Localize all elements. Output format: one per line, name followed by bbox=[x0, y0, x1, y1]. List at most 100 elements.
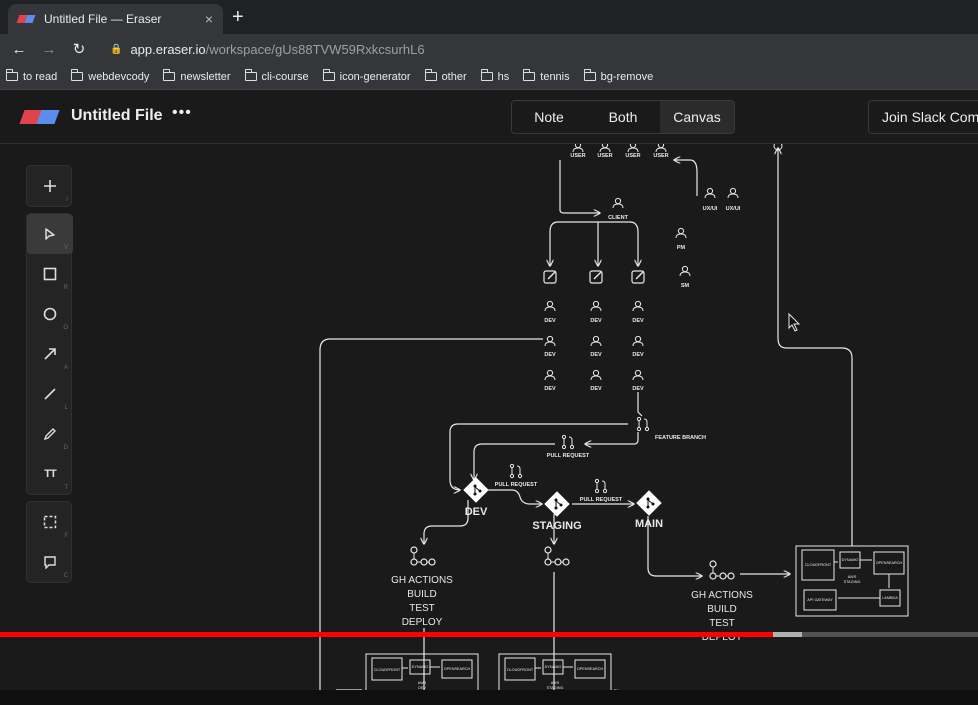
view-mode-toggle: Note Both Canvas bbox=[511, 100, 735, 134]
view-note-button[interactable]: Note bbox=[534, 109, 564, 125]
folder-icon bbox=[480, 69, 493, 81]
folder-icon bbox=[424, 69, 437, 81]
bookmark-label: icon-generator bbox=[339, 70, 411, 83]
infra-aws-label: AWS bbox=[848, 575, 857, 579]
infra-staging-label: STAGING bbox=[547, 686, 564, 690]
bookmark-label: bg-remove bbox=[600, 70, 654, 83]
dev-label: DEV bbox=[632, 352, 644, 358]
ellipse-tool-button[interactable]: O bbox=[27, 294, 73, 334]
infra-dynamo-label: DYNAMO bbox=[842, 558, 859, 562]
frame-tool-button[interactable]: F bbox=[27, 502, 73, 542]
gh-actions-right-label: GH ACTIONS bbox=[691, 590, 753, 601]
infra-dev-label: DEV bbox=[418, 686, 426, 690]
feature-branch-icon[interactable] bbox=[636, 416, 650, 432]
shortcut-key: O bbox=[63, 325, 68, 331]
bookmark-to-read[interactable]: to read bbox=[6, 69, 57, 83]
line-tool-button[interactable]: L bbox=[27, 374, 73, 414]
infra-opensearch-label: OPENSEARCH bbox=[444, 667, 471, 671]
bookmark-icon-generator[interactable]: icon-generator bbox=[322, 69, 411, 83]
sm-label: SM bbox=[681, 283, 690, 289]
staging-branch-label: STAGING bbox=[532, 520, 581, 532]
reload-icon[interactable]: ↻ bbox=[72, 41, 86, 58]
edit-icon[interactable] bbox=[543, 270, 557, 284]
close-tab-icon[interactable]: × bbox=[204, 11, 213, 27]
bookmark-other[interactable]: other bbox=[424, 69, 467, 83]
infra-diagram-dev[interactable] bbox=[365, 653, 479, 705]
dev-label: DEV bbox=[544, 386, 556, 392]
tool-palette: / V R O A L D TT T bbox=[26, 165, 73, 589]
new-tab-button[interactable]: + bbox=[232, 6, 244, 28]
pull-request-icon[interactable] bbox=[561, 434, 575, 450]
bookmark-cli-course[interactable]: cli-course bbox=[244, 69, 309, 83]
staging-branch-git-icon[interactable] bbox=[543, 490, 571, 518]
bookmark-label: newsletter bbox=[180, 70, 231, 83]
gh-actions-left-label: TEST bbox=[409, 603, 435, 614]
pull-request-icon[interactable] bbox=[594, 478, 608, 494]
dev-label: DEV bbox=[544, 318, 556, 324]
arrow-tool-button[interactable]: A bbox=[27, 334, 73, 374]
url-path: /workspace/gUs88TVW59RxkcsurhL6 bbox=[205, 41, 425, 57]
misc-tools-group: F C bbox=[26, 501, 72, 583]
pull-request-icon[interactable] bbox=[509, 463, 523, 479]
client-person-icon[interactable] bbox=[612, 197, 624, 209]
infra-opensearch-label: OPENSEARCH bbox=[577, 667, 604, 671]
sm-person-icon[interactable] bbox=[679, 265, 691, 277]
user-label: USER bbox=[653, 153, 668, 159]
infra-aws-label: AWS bbox=[418, 681, 427, 685]
view-canvas-button[interactable]: Canvas bbox=[660, 101, 734, 133]
eraser-logo-icon[interactable] bbox=[19, 110, 60, 124]
back-arrow-icon[interactable]: ← bbox=[11, 40, 27, 58]
bookmark-bg-remove[interactable]: bg-remove bbox=[583, 69, 654, 83]
comment-tool-button[interactable]: C bbox=[27, 542, 73, 582]
file-menu-button[interactable]: ••• bbox=[172, 104, 192, 121]
feature-branch-label: FEATURE BRANCH bbox=[655, 435, 706, 441]
file-title[interactable]: Untitled File bbox=[71, 107, 163, 124]
join-slack-button[interactable]: Join Slack Com bbox=[868, 100, 978, 134]
edit-icon[interactable] bbox=[589, 270, 603, 284]
browser-tab-bar: Untitled File — Eraser × + bbox=[0, 0, 978, 34]
bookmark-label: tennis bbox=[540, 70, 570, 83]
forward-arrow-icon[interactable]: → bbox=[41, 40, 57, 58]
client-label: CLIENT bbox=[608, 215, 629, 221]
main-branch-git-icon[interactable] bbox=[635, 489, 663, 517]
shortcut-key: / bbox=[66, 197, 68, 203]
text-tool-button[interactable]: TT T bbox=[27, 454, 73, 494]
infra-dynamo-label: DYNAMO bbox=[412, 665, 429, 669]
user-person-icons[interactable] bbox=[572, 144, 667, 153]
bookmark-tennis[interactable]: tennis bbox=[523, 69, 570, 83]
dev-person-icons[interactable] bbox=[544, 300, 644, 381]
address-bar: ← → ↻ 🔒 app.eraser.io/workspace/gUs88TVW… bbox=[0, 34, 978, 64]
bookmark-hs[interactable]: hs bbox=[480, 69, 509, 83]
lock-icon: 🔒 bbox=[110, 43, 123, 55]
add-shape-button[interactable]: / bbox=[27, 166, 73, 206]
folder-icon bbox=[583, 69, 596, 81]
browser-tab[interactable]: Untitled File — Eraser × bbox=[8, 4, 223, 34]
pen-tool-button[interactable]: D bbox=[27, 414, 73, 454]
edit-icon[interactable] bbox=[631, 270, 645, 284]
rectangle-tool-button[interactable]: R bbox=[27, 254, 73, 294]
bookmark-webdevcody[interactable]: webdevcody bbox=[71, 69, 149, 83]
folder-icon bbox=[6, 69, 18, 81]
gh-actions-icon[interactable] bbox=[410, 546, 436, 566]
url-field[interactable]: 🔒 app.eraser.io/workspace/gUs88TVW59Rxkc… bbox=[110, 42, 425, 57]
select-tool-button[interactable]: V bbox=[27, 214, 73, 254]
uxui-person-icon[interactable] bbox=[727, 187, 739, 199]
dev-label: DEV bbox=[632, 386, 644, 392]
video-buffer-bar bbox=[773, 632, 802, 637]
view-both-button[interactable]: Both bbox=[608, 109, 638, 125]
uxui-person-icon[interactable] bbox=[704, 187, 716, 199]
dev-branch-git-icon[interactable] bbox=[462, 476, 490, 504]
gh-actions-left-label: DEPLOY bbox=[402, 617, 443, 628]
pm-person-icon[interactable] bbox=[675, 227, 687, 239]
diagram-canvas[interactable]: USER USER USER USER UX/UI UX/UI CLIENT P… bbox=[0, 144, 978, 705]
dev-label: DEV bbox=[544, 352, 556, 358]
infra-diagram-staging[interactable] bbox=[795, 545, 909, 617]
gh-actions-icon[interactable] bbox=[544, 546, 570, 566]
infra-dynamo-label: DYNAMO bbox=[545, 665, 562, 669]
gh-actions-right-label: DEPLOY bbox=[702, 632, 743, 643]
bookmark-newsletter[interactable]: newsletter bbox=[163, 69, 231, 83]
dev-label: DEV bbox=[590, 318, 602, 324]
text-icon: TT bbox=[44, 468, 56, 480]
gh-actions-icon[interactable] bbox=[709, 560, 735, 580]
video-progress-bar[interactable] bbox=[0, 632, 773, 637]
